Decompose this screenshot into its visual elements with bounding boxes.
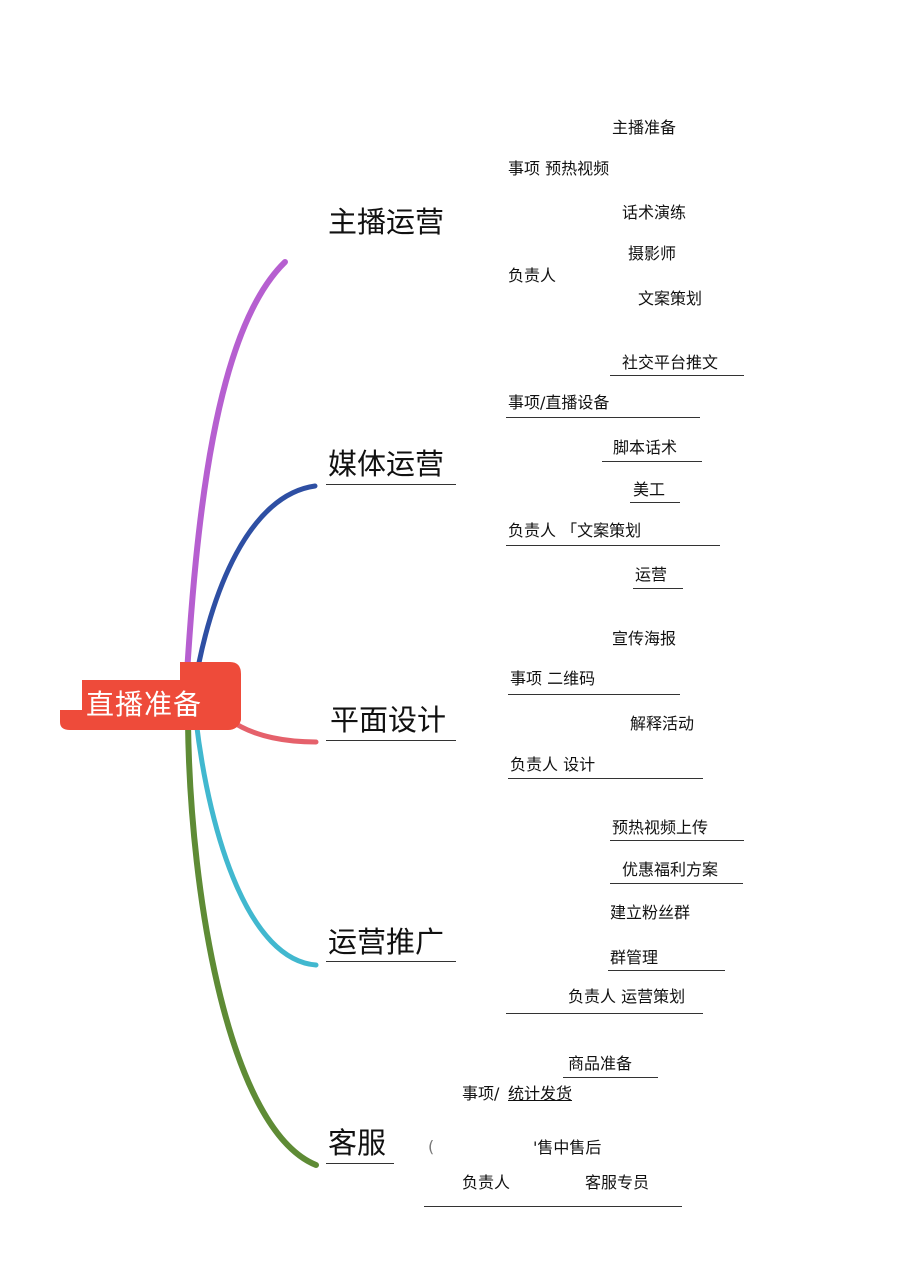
item-shixiang-prefix: 事项/ [462,1084,500,1103]
item-tongji-fahuo: 统计发货 [508,1084,573,1103]
topic-kefu[interactable]: 客服 [328,1126,387,1160]
item-youhui-fuli: 优惠福利方案 [622,860,719,879]
root-node-shape [60,662,241,730]
item-underline [508,778,703,779]
topic-meiti-yunying[interactable]: 媒体运营 [328,447,445,481]
item-underline [610,883,743,884]
item-shangpin-zhunbei: 商品准备 [568,1054,633,1073]
item-yunying: 运营 [635,565,668,584]
item-fuzeren-kefu: 负责人 [462,1173,511,1192]
branch-meiti [191,483,318,693]
topic-yunying-tuiguang[interactable]: 运营推广 [328,925,445,959]
item-kefu-zhuanyuan: 客服专员 [585,1173,650,1192]
topic-underline [326,961,456,962]
topic-underline [326,1163,394,1164]
item-fuzeren: 负责人 [508,266,557,285]
item-shejiao-tuiwen: 社交平台推文 [622,353,719,372]
item-underline [508,694,680,695]
branch-yunying [193,717,319,968]
item-paren-mark: ( [428,1137,435,1156]
item-sheyingshi: 摄影师 [628,244,677,263]
item-huashu-yanlian: 话术演练 [622,203,687,222]
item-shixiang-shebei: 事项/直播设备 [508,393,610,412]
item-underline [633,588,683,589]
root-node-label[interactable]: 直播准备 [86,688,203,721]
topic-underline [326,484,456,485]
item-underline [610,840,744,841]
item-shixiang-erweima: 事项 二维码 [510,669,596,688]
item-shixiang-yure: 事项 预热视频 [508,159,610,178]
item-jianli-fensiqun: 建立粉丝群 [610,903,691,922]
item-underline [630,502,680,503]
item-underline [506,417,700,418]
item-underline [608,970,725,971]
item-underline [424,1206,682,1207]
item-zhubo-zhunbei: 主播准备 [612,118,677,137]
branch-zhubo [183,259,288,693]
item-underline [563,1077,658,1078]
item-fuzeren-wenan: 负责人 「文案策划 [508,521,642,540]
item-fuzeren-yunying-cehua: 负责人 运营策划 [568,987,686,1006]
item-underline [506,1013,703,1014]
item-underline [610,375,744,376]
item-jieshi-huodong: 解释活动 [630,714,695,733]
item-jiaoben-huashu: 脚本话术 [613,438,678,457]
item-meigong: 美工 [633,480,666,499]
item-fuzeren-sheji: 负责人 设计 [510,755,596,774]
item-underline [506,545,720,546]
item-yure-shangchuan: 预热视频上传 [612,818,709,837]
item-qun-guanli: 群管理 [610,948,659,967]
topic-pingmian-sheji[interactable]: 平面设计 [330,703,447,737]
branch-pingmian [227,717,319,745]
item-xuanchuan-haibao: 宣传海报 [612,629,677,648]
item-shouzhong-shouhou: '售中售后 [533,1138,602,1157]
item-wenan-cehua: 文案策划 [638,289,703,308]
item-underline [602,461,702,462]
branch-kefu [185,719,319,1168]
topic-underline [326,740,456,741]
topic-zhubo-yunying[interactable]: 主播运营 [328,205,445,239]
